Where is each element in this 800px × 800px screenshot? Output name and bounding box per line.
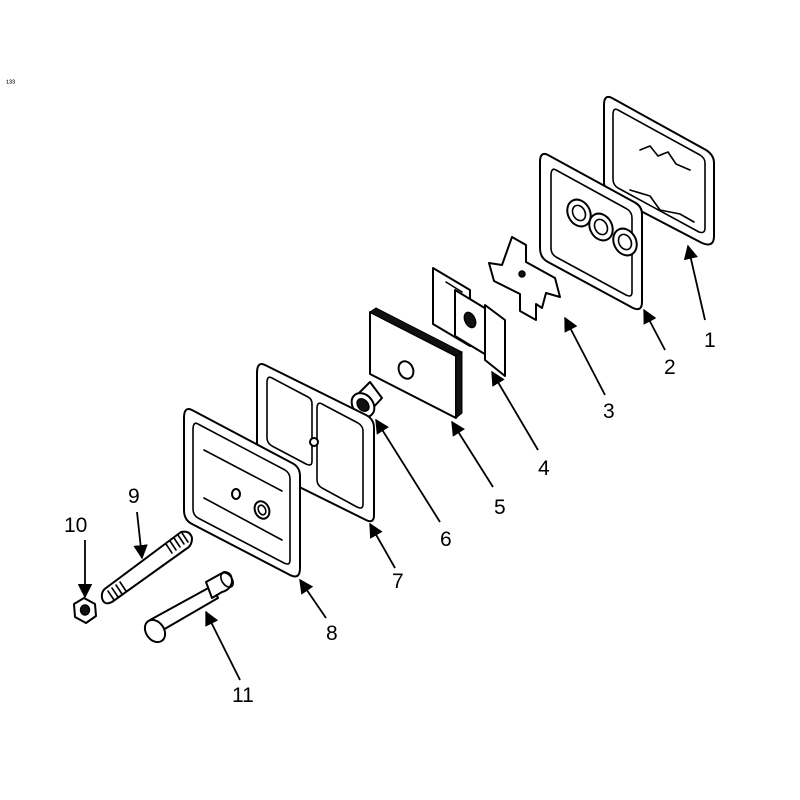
leader-5: [451, 420, 494, 488]
leader-9: [133, 511, 148, 560]
part-4-bracket: [432, 267, 506, 377]
part-8-cover: [183, 408, 301, 578]
callout-2: 2: [664, 356, 676, 379]
part-10-nut: [73, 597, 97, 624]
leader-7: [369, 522, 396, 569]
callout-10: 10: [64, 514, 87, 537]
callout-3: 3: [603, 400, 615, 423]
leader-6: [375, 418, 441, 523]
leader-lines: [77, 244, 706, 681]
callout-7: 7: [392, 570, 404, 593]
callout-4: 4: [538, 457, 550, 480]
callout-6: 6: [440, 528, 452, 551]
leader-11: [205, 610, 241, 681]
callout-11: 11: [232, 684, 254, 707]
part-1-gasket: [603, 95, 715, 246]
callout-labels: 1 2 3 4 5 6 7 8 9 10 11: [64, 329, 716, 707]
part-11-pin: [143, 571, 234, 644]
callout-8: 8: [326, 622, 338, 645]
leader-4: [491, 370, 539, 451]
leader-1: [683, 244, 706, 321]
part-7-gasket: [256, 363, 375, 523]
leader-3: [564, 316, 606, 396]
corner-mark: ¹³³: [6, 78, 15, 88]
leader-2: [643, 308, 666, 351]
leader-8: [299, 578, 327, 619]
part-5-block: [369, 307, 463, 420]
callout-1: 1: [704, 329, 716, 352]
part-3-cross-reed: [488, 236, 561, 321]
part-9-stud: [100, 530, 193, 605]
part-2-valve-plate: [539, 152, 643, 311]
callout-5: 5: [494, 496, 506, 519]
callout-9: 9: [128, 485, 140, 508]
